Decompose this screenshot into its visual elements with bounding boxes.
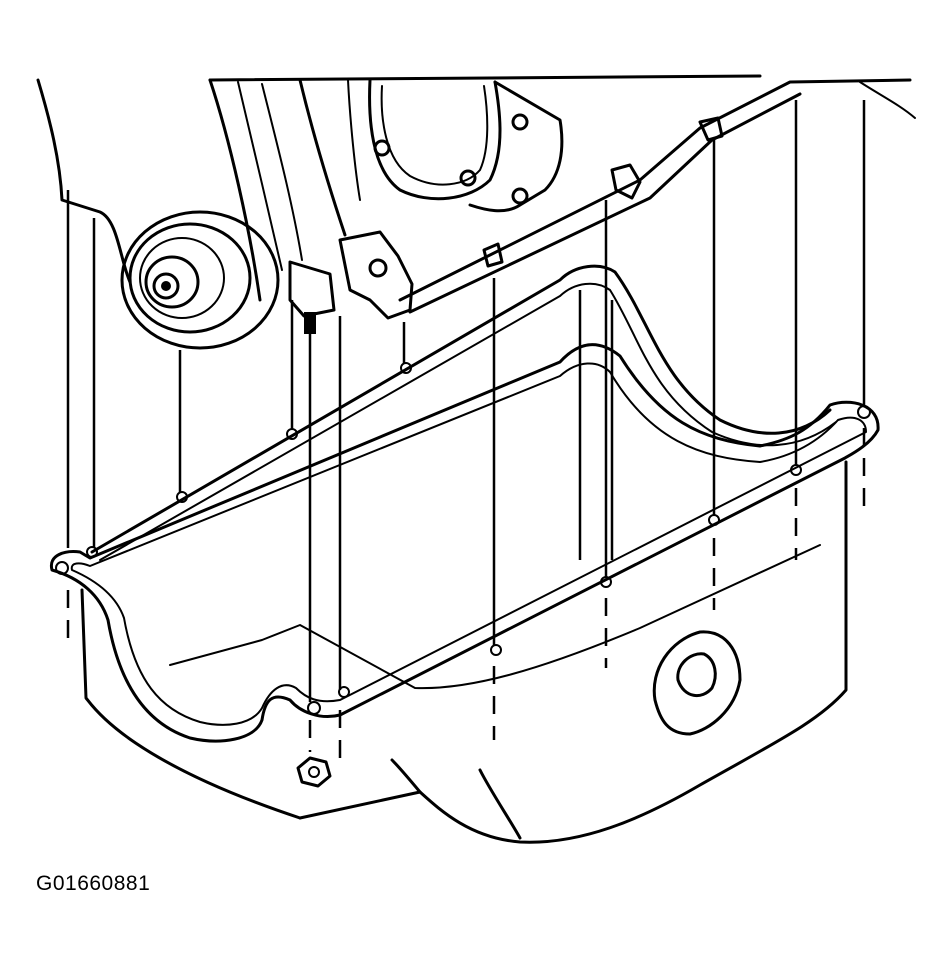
oil-pan	[49, 343, 880, 844]
engine-block	[36, 74, 916, 320]
oil-pan-gasket	[90, 264, 837, 561]
bolt-alignment-lines	[66, 100, 866, 760]
crankshaft-pulley	[120, 210, 280, 350]
figure-id-label: G01660881	[36, 872, 151, 895]
oil-pan-nut	[296, 756, 332, 788]
